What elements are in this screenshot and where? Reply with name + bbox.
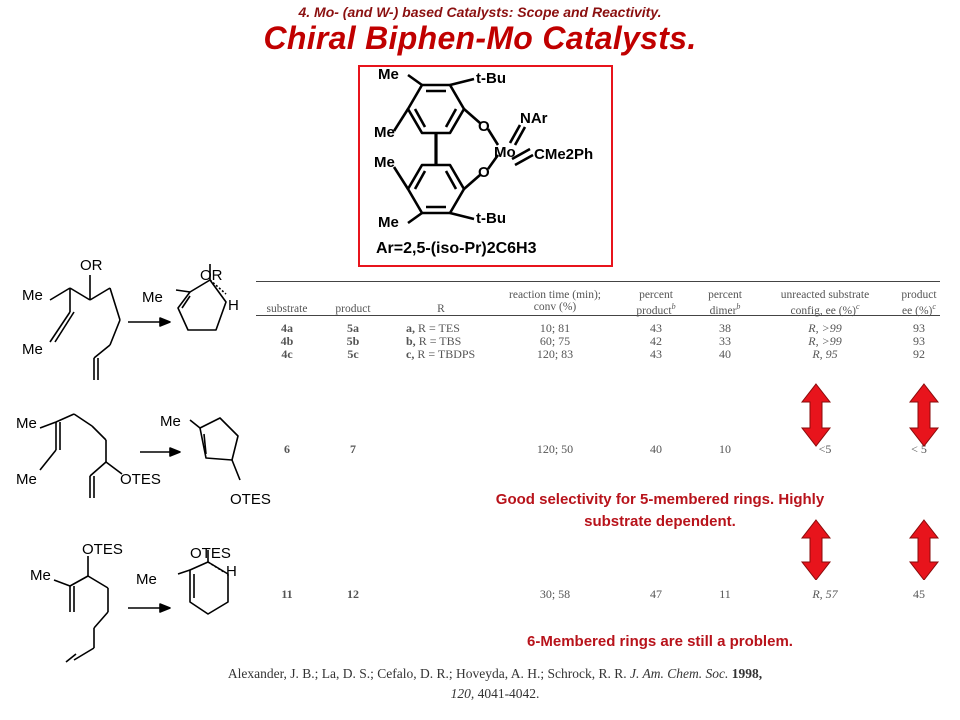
row-6-product-pct: 40 (650, 442, 662, 456)
catalyst-label-nar: NAr (520, 110, 548, 127)
row-4a-r: a, R = TES (406, 321, 460, 335)
row-4a-time: 10; 81 (539, 321, 571, 335)
row-4b-product-pct: 42 (650, 334, 662, 348)
row-6-substrate: 6 (284, 442, 290, 456)
p2-me-label: Me (160, 413, 181, 430)
header-product-ee-line2: ee (%)c (902, 302, 936, 317)
row-11-dimer-pct: 11 (719, 587, 731, 601)
row-4c-ee: 92 (913, 347, 925, 361)
note-good-selectivity: Good selectivity for 5-membered rings. H… (495, 491, 825, 530)
row-4c-unreacted: R, 95 (812, 347, 838, 361)
row-4b-substrate: 4b (280, 334, 294, 348)
row-6-ee: < 5 (911, 442, 927, 456)
catalyst-label-me: Me (378, 214, 399, 231)
row-4b-time: 60; 75 (539, 334, 571, 348)
ee-highlight-arrows (800, 383, 940, 580)
row-4c-substrate: 4c (281, 347, 293, 361)
p1-or-label: OR (200, 267, 223, 284)
double-arrow-icon (800, 383, 832, 447)
p3-otes-label: OTES (190, 545, 231, 562)
row-11-ee: 45 (913, 587, 925, 601)
row-4a-ee: 93 (913, 321, 925, 335)
row-4a-product-pct: 43 (650, 321, 662, 335)
header-unreacted-line1: unreacted substrate (780, 289, 870, 301)
table-top-rule (256, 281, 940, 282)
s2-me-top-label: Me (16, 415, 37, 432)
row-11-time: 30; 58 (539, 587, 571, 601)
catalyst-label-me: Me (374, 154, 395, 171)
header-percent-dimer-line1: percent (708, 289, 742, 301)
row-4b-dimer-pct: 33 (719, 334, 731, 348)
catalyst-label-me: Me (378, 67, 399, 83)
catalyst-structure-box: Me Me Me Me t-Bu t-Bu O O Mo NAr CMe2Ph … (358, 65, 613, 267)
row-4b-product: 5b (346, 334, 360, 348)
p1-me-label: Me (142, 289, 163, 306)
catalyst-label-cme2ph: CMe2Ph (534, 146, 593, 163)
row-6-product: 7 (350, 442, 356, 456)
header-percent-product-line1: percent (639, 289, 673, 301)
p1-h-label: H (228, 297, 239, 314)
row-6-time: 120; 50 (536, 442, 574, 456)
row-4a-unreacted: R, >99 (808, 321, 842, 335)
p3-me-label: Me (136, 571, 157, 588)
note-six-membered: 6-Membered rings are still a problem. (527, 633, 793, 650)
catalyst-label-me: Me (374, 124, 395, 141)
s2-otes-label: OTES (120, 471, 161, 488)
row-4c-r: c, R = TBDPS (406, 347, 476, 361)
catalyst-label-o: O (478, 118, 490, 135)
row-6-dimer-pct: 10 (719, 442, 731, 456)
row-4b-ee: 93 (913, 334, 925, 348)
row-11-product: 12 (347, 587, 359, 601)
double-arrow-icon (800, 519, 832, 580)
row-4c-product: 5c (347, 347, 359, 361)
row-4b-r: b, R = TBS (406, 334, 462, 348)
row-11-product-pct: 47 (650, 587, 662, 601)
double-arrow-icon (908, 519, 940, 580)
row-4c-product-pct: 43 (650, 347, 662, 361)
row-11-substrate: 11 (281, 587, 293, 601)
section-supertitle: 4. Mo- (and W-) based Catalysts: Scope a… (298, 4, 662, 20)
header-product: product (335, 303, 371, 315)
catalyst-label-tbu: t-Bu (476, 210, 506, 227)
table-header-rule (256, 315, 940, 316)
row-11-unreacted: R, 57 (812, 587, 838, 601)
header-unreacted-line2: config, ee (%)c (790, 302, 860, 317)
s1-me-bottom-label: Me (22, 341, 43, 358)
header-percent-dimer-line2: dimerb (709, 302, 741, 317)
header-r: R (437, 303, 445, 315)
header-product-ee-line1: product (901, 289, 937, 301)
row-6-unreacted: <5 (818, 442, 832, 456)
reference-citation: Alexander, J. B.; La, D. S.; Cefalo, D. … (227, 666, 763, 701)
header-percent-product-line2: productb (636, 302, 676, 317)
s1-or-label: OR (80, 257, 103, 274)
row-4a-product: 5a (347, 321, 359, 335)
catalyst-label-tbu: t-Bu (476, 70, 506, 87)
header-substrate: substrate (266, 303, 308, 315)
row-4b-unreacted: R, >99 (808, 334, 842, 348)
slide-title: Chiral Biphen-Mo Catalysts. (263, 20, 697, 56)
catalyst-label-mo: Mo (494, 144, 516, 161)
p2-otes-label: OTES (230, 491, 271, 508)
p3-h-label: H (226, 563, 237, 580)
catalyst-aryl-definition: Ar=2,5-(iso-Pr)2C6H3 (376, 240, 537, 257)
s2-me-bottom-label: Me (16, 471, 37, 488)
catalyst-label-o: O (478, 164, 490, 181)
header-time-line2: conv (%) (533, 301, 577, 313)
header-time-line1: reaction time (min); (509, 289, 601, 301)
row-4c-time: 120; 83 (536, 347, 574, 361)
s1-me-top-label: Me (22, 287, 43, 304)
double-arrow-icon (908, 383, 940, 447)
s3-otes-label: OTES (82, 541, 123, 558)
s3-me-label: Me (30, 567, 51, 584)
row-4c-dimer-pct: 40 (719, 347, 731, 361)
row-4a-substrate: 4a (281, 321, 293, 335)
catalyst-structure-drawing: Me Me Me Me t-Bu t-Bu O O Mo NAr CMe2Ph … (374, 66, 593, 257)
row-4a-dimer-pct: 38 (719, 321, 731, 335)
reaction-schemes: OR Me Me OR Me H Me Me OTES Me OTES OTES… (16, 257, 271, 663)
